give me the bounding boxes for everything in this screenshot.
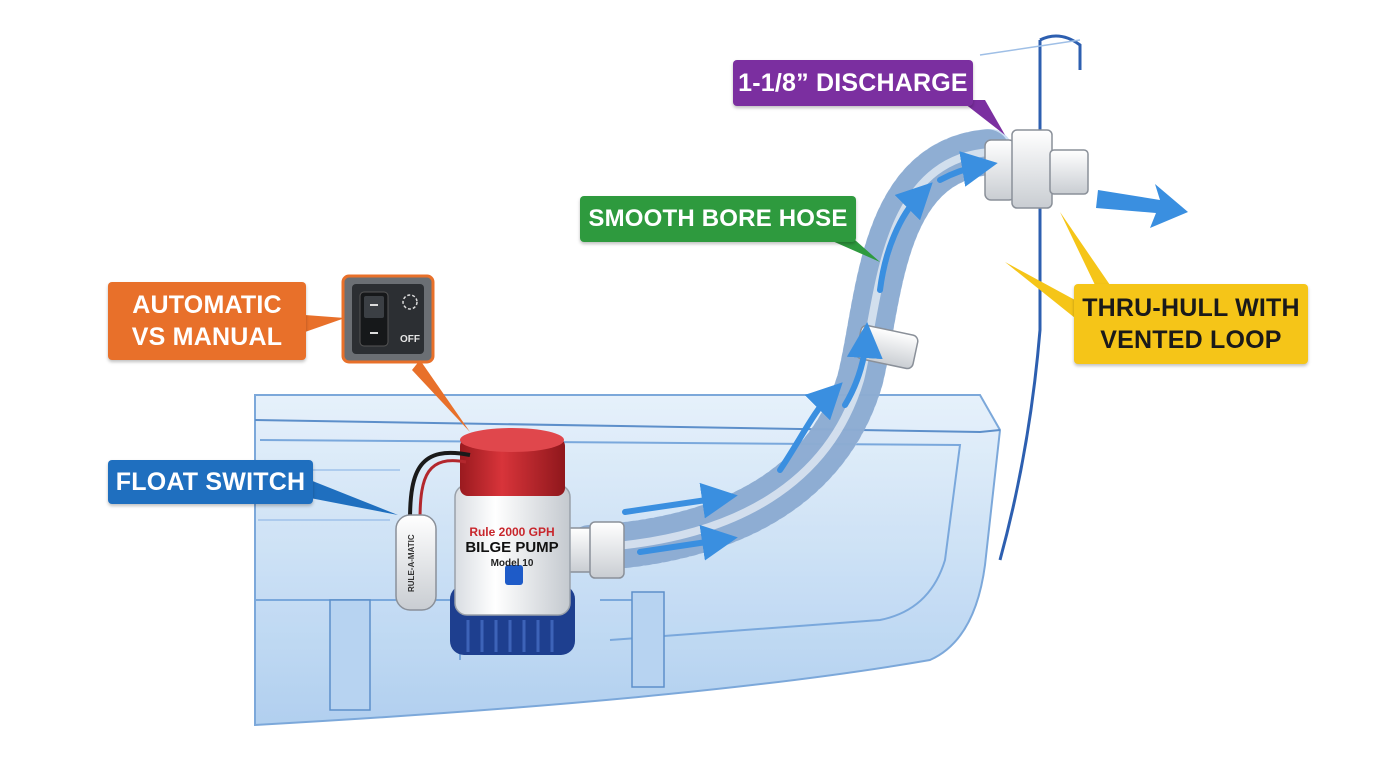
callout-thru-hull: THRU-HULL WITH VENTED LOOP <box>1074 284 1308 364</box>
callout-smooth-bore-hose: SMOOTH BORE HOSE <box>580 196 856 242</box>
callout-switch-mode-line1: AUTOMATIC <box>132 291 282 319</box>
callout-thru-hull-line1: THRU-HULL WITH <box>1082 294 1300 322</box>
pump-label-type: BILGE PUMP <box>465 539 558 556</box>
pump-label-number: Model 10 <box>491 558 534 569</box>
bilge-pump: Rule 2000 GPH BILGE PUMP Model 10 <box>450 428 575 655</box>
callout-float-text: FLOAT SWITCH <box>115 467 306 496</box>
callout-pointers <box>305 100 1110 515</box>
pump-cap <box>460 438 565 496</box>
callout-float-switch: FLOAT SWITCH <box>108 460 313 504</box>
flow-arrows <box>622 151 998 561</box>
pump-switch-knob <box>505 565 523 585</box>
transom-line <box>998 40 1042 561</box>
callout-switch-mode-line2: VS MANUAL <box>131 323 283 351</box>
thru-hull-fitting <box>984 129 1089 209</box>
callout-automatic-vs-manual: AUTOMATIC VS MANUAL <box>108 282 306 360</box>
stringer-left <box>329 599 371 711</box>
stringer-right <box>631 591 665 688</box>
float-switch: RULE-A-MATIC <box>395 450 471 611</box>
discharge-arrow <box>1096 184 1188 228</box>
auto-mode-icon <box>402 294 418 310</box>
float-switch-body <box>395 514 437 611</box>
rocker-switch-panel: OFF <box>341 274 435 364</box>
switch-off-label: OFF <box>400 334 420 345</box>
float-switch-label: RULE-A-MATIC <box>407 534 416 592</box>
callout-hose-text: SMOOTH BORE HOSE <box>588 205 848 232</box>
callout-thru-hull-line2: VENTED LOOP <box>1100 326 1282 354</box>
pump-label-model: Rule 2000 GPH <box>469 525 554 539</box>
callout-discharge-text: 1-1/8” DISCHARGE <box>738 68 968 97</box>
callout-discharge: 1-1/8” DISCHARGE <box>733 60 973 106</box>
